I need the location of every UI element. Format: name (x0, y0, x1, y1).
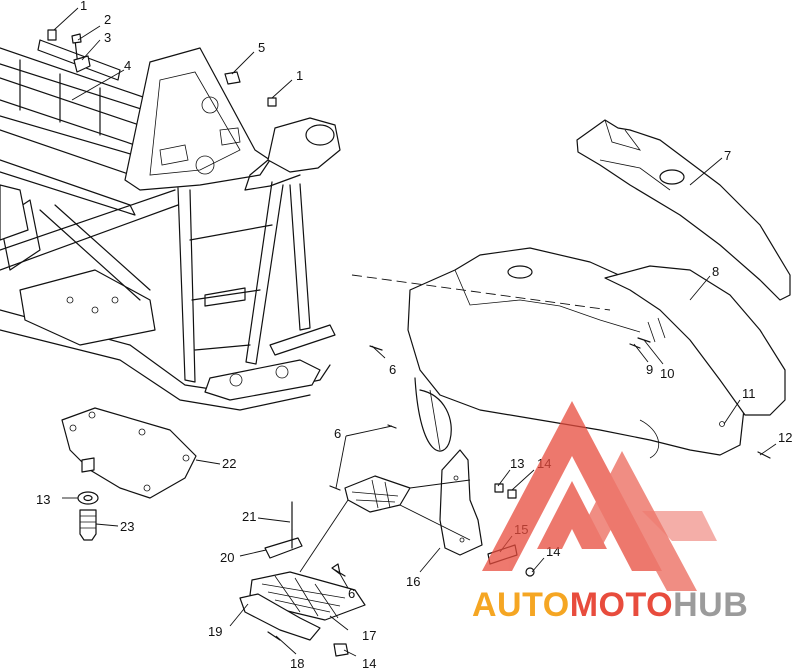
plug-23 (79, 509, 97, 541)
callout-19: 19 (208, 624, 222, 639)
nut-13b (81, 457, 95, 473)
callout-4: 4 (124, 58, 131, 73)
callout-1b: 1 (296, 68, 303, 83)
footrest-bracket (344, 475, 411, 513)
callout-2: 2 (104, 12, 111, 27)
bolt-6c (331, 563, 346, 577)
callout-20: 20 (220, 550, 234, 565)
callout-14a: 14 (537, 456, 551, 471)
mud-flap-16 (439, 449, 483, 556)
callout-21: 21 (242, 509, 256, 524)
nut-14b (525, 567, 535, 577)
clip-3 (73, 55, 91, 73)
nut-1b (267, 97, 277, 107)
callout-23: 23 (120, 519, 134, 534)
assembly-axis-line (351, 274, 611, 311)
washer-13b (77, 491, 99, 505)
nut-1a (47, 29, 57, 41)
callout-6c: 6 (348, 586, 355, 601)
bolt-6b (387, 424, 397, 429)
callout-7: 7 (724, 148, 731, 163)
callout-17: 17 (362, 628, 376, 643)
frame-fasteners (47, 29, 277, 107)
front-fender-8 (407, 247, 786, 459)
callout-13a: 13 (510, 456, 524, 471)
skid-plate-22 (61, 407, 197, 499)
bracket-15 (487, 544, 518, 565)
callout-13b: 13 (36, 492, 50, 507)
callout-12: 12 (778, 430, 792, 445)
callout-9: 9 (646, 362, 653, 377)
frame-assembly (0, 39, 341, 411)
callout-18: 18 (290, 656, 304, 671)
callout-22: 22 (222, 456, 236, 471)
callout-11: 11 (742, 386, 756, 401)
screw-12 (757, 451, 771, 459)
callout-6a: 6 (389, 362, 396, 377)
callout-3: 3 (104, 30, 111, 45)
bracket-20 (264, 537, 303, 559)
footrest-assembly (239, 571, 366, 641)
callout-1a: 1 (80, 0, 87, 13)
callout-16: 16 (406, 574, 420, 589)
callout-10: 10 (660, 366, 674, 381)
fender-cover-7 (576, 119, 791, 301)
callout-5: 5 (258, 40, 265, 55)
callout-15: 15 (514, 522, 528, 537)
callout-6b: 6 (334, 426, 341, 441)
nut-14a (507, 489, 517, 499)
callout-14c: 14 (362, 656, 376, 671)
bolt-6a (369, 345, 383, 351)
callout-8: 8 (712, 264, 719, 279)
nut-14c (333, 643, 349, 657)
callout-14b: 14 (546, 544, 560, 559)
